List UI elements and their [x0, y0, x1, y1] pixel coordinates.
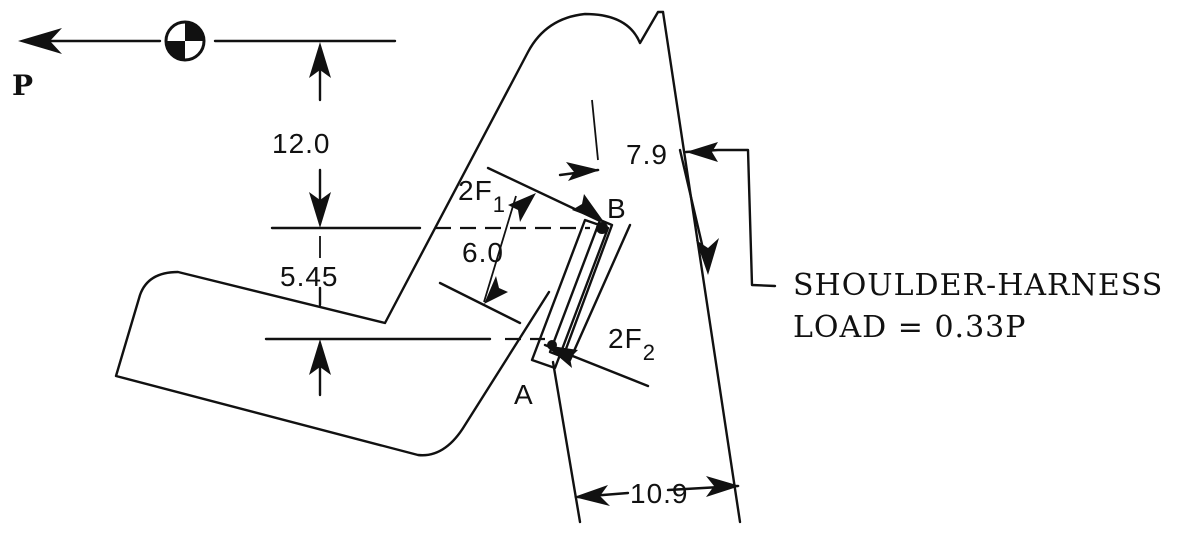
- dim-12-arrows: [309, 42, 331, 228]
- dim-109-arrows: [574, 476, 740, 506]
- point-a-marker: [547, 340, 557, 350]
- dim-545-label: 5.45: [280, 261, 339, 292]
- dim-12-label: 12.0: [272, 128, 331, 159]
- callout-line1: SHOULDER-HARNESS: [793, 268, 1163, 303]
- point-b-marker: [596, 222, 608, 234]
- force-2f2-label: 2F2: [608, 323, 656, 365]
- force-2f2-line: [543, 343, 650, 388]
- callout-line2: LOAD = 0.33P: [793, 310, 1026, 345]
- dim-79-label: 7.9: [626, 139, 668, 170]
- dim-109-label: 10.9: [630, 478, 689, 509]
- center-of-gravity-icon: [164, 20, 206, 62]
- force-2f1-label: 2F1: [458, 175, 506, 217]
- force-p-arrow: [18, 28, 397, 54]
- dim-6-label: 6.0: [462, 237, 504, 268]
- reference-lines: [264, 226, 590, 341]
- force-2f1-line: [486, 162, 604, 222]
- back-frame: [551, 10, 742, 524]
- point-a-label: A: [514, 379, 534, 410]
- callout-leader: [684, 142, 777, 288]
- force-p-label: P: [12, 69, 34, 102]
- seat-outline: [114, 10, 665, 457]
- point-b-label: B: [607, 193, 627, 224]
- dim-545-arrows: [309, 236, 331, 397]
- dim-6-arrows: [438, 193, 536, 325]
